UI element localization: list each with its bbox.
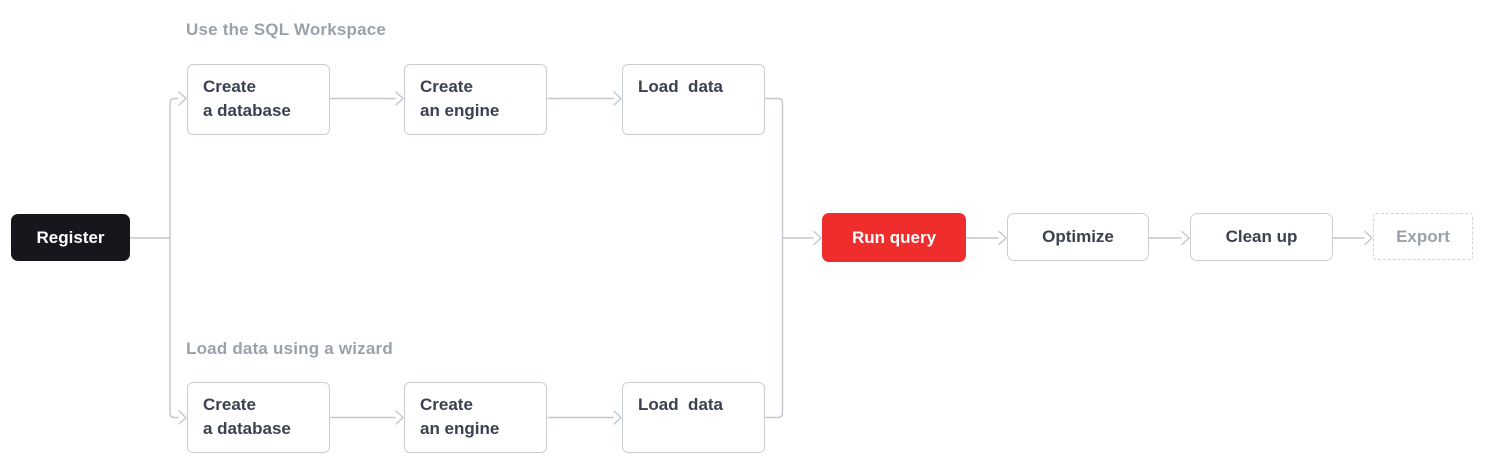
- arrowhead-top-2: [613, 91, 622, 106]
- line-junction-bottom: [169, 237, 179, 419]
- line-merge-top: [764, 97, 784, 239]
- step-create-database-top[interactable]: Create a database: [187, 64, 330, 135]
- arrowhead-run-query: [813, 230, 822, 246]
- line-junction-top: [169, 97, 179, 239]
- step-load-data-top[interactable]: Load data: [622, 64, 765, 135]
- step-create-engine-top[interactable]: Create an engine: [404, 64, 547, 135]
- step-load-data-bottom[interactable]: Load data: [622, 382, 765, 453]
- step-export: Export: [1373, 213, 1473, 260]
- arrowhead-bottom-2: [613, 410, 622, 425]
- arrowhead-bottom-1: [395, 410, 404, 425]
- step-clean-up[interactable]: Clean up: [1190, 213, 1333, 261]
- step-register[interactable]: Register: [11, 214, 130, 261]
- step-optimize[interactable]: Optimize: [1007, 213, 1149, 261]
- arrowhead-export: [1364, 230, 1373, 246]
- branch-label-sql-workspace: Use the SQL Workspace: [186, 20, 387, 39]
- step-run-query[interactable]: Run query: [822, 213, 966, 262]
- step-create-database-bottom[interactable]: Create a database: [187, 382, 330, 453]
- arrowhead-bottom-branch: [178, 410, 187, 425]
- line-merge-bottom: [764, 237, 784, 419]
- arrowhead-optimize: [998, 230, 1007, 246]
- branch-label-wizard: Load data using a wizard: [186, 339, 393, 358]
- arrowhead-top-branch: [178, 91, 187, 106]
- arrowhead-cleanup: [1181, 230, 1190, 246]
- arrowhead-top-1: [395, 91, 404, 106]
- step-create-engine-bottom[interactable]: Create an engine: [404, 382, 547, 453]
